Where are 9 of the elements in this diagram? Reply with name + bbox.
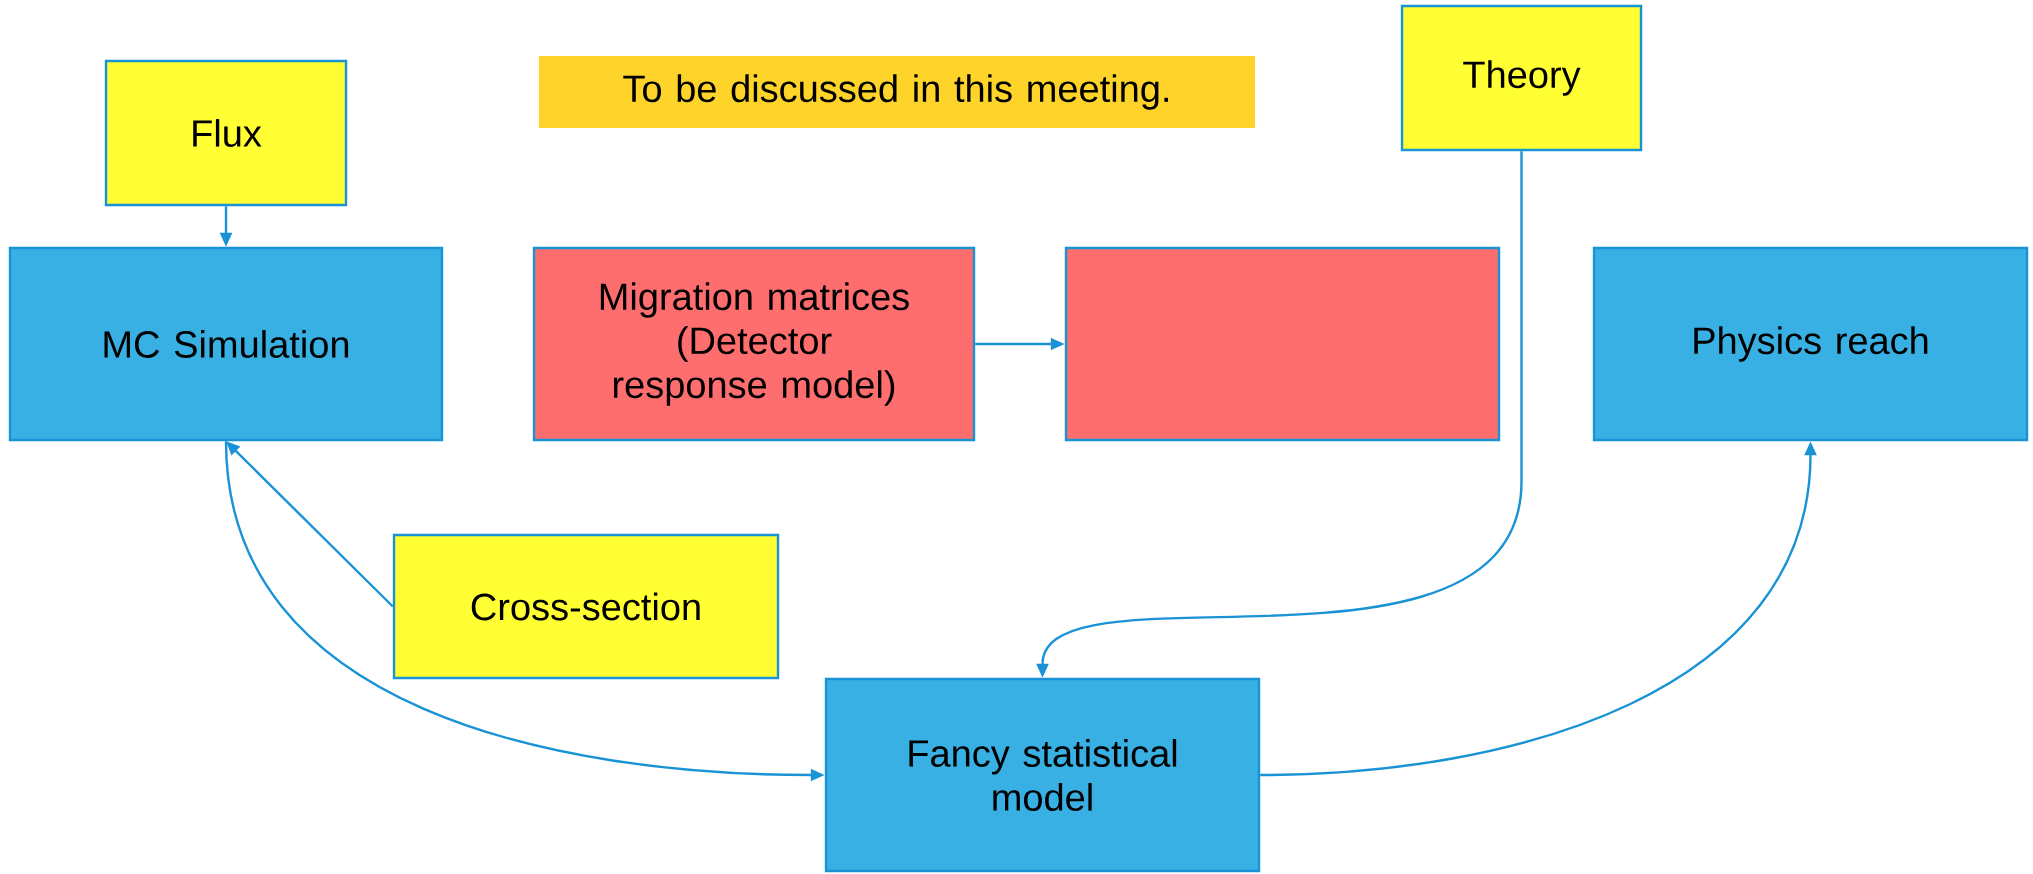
input-box: Cross-section (392, 533, 780, 680)
process-box: Migration matrices (Detector response model) (532, 246, 976, 442)
process-box: MC Simulation (8, 246, 444, 442)
note-band: To be discussed in this meeting. (539, 56, 1255, 128)
process-box (1064, 246, 1501, 442)
process-box: Physics reach (1592, 246, 2029, 442)
input-box: Flux (104, 59, 348, 207)
process-box: Fancy statistical model (824, 677, 1261, 873)
input-box: Theory (1400, 4, 1643, 152)
